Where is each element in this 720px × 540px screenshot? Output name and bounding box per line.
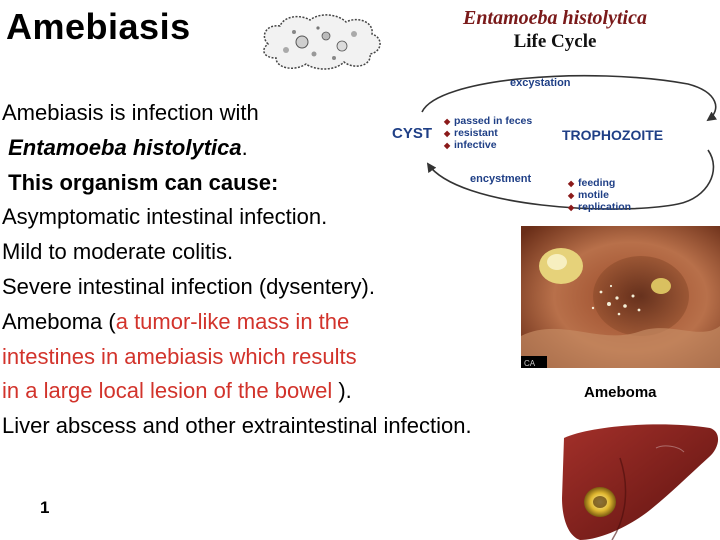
trophozoite-properties: ◆ feeding ◆ motile ◆ replication bbox=[567, 177, 631, 213]
ameboma-endoscopy-image: CA bbox=[521, 226, 720, 368]
body-line: in a large local lesion of the bowel ). bbox=[2, 374, 472, 409]
cyst-bullet: ◆ bbox=[443, 141, 451, 150]
cyst-bullet: ◆ bbox=[443, 117, 451, 126]
liver-abscess-image bbox=[562, 424, 719, 540]
causes-heading: This organism can cause: bbox=[8, 169, 279, 195]
encystment-arrow bbox=[426, 149, 715, 210]
encystment-label: encystment bbox=[470, 173, 531, 185]
troph-prop: motile bbox=[578, 189, 609, 201]
excystation-label: excystation bbox=[510, 77, 571, 89]
body-line: Mild to moderate colitis. bbox=[2, 239, 234, 265]
life-cycle-diagram: excystation encystment CYST TROPHOZOITE … bbox=[388, 66, 720, 218]
body-line: This organism can cause: bbox=[2, 166, 472, 201]
cyst-prop: infective bbox=[454, 139, 497, 151]
troph-bullet: ◆ bbox=[567, 179, 575, 188]
slide-title: Amebiasis bbox=[6, 6, 191, 47]
ameboma-definition: in a large local lesion of the bowel bbox=[2, 378, 333, 404]
slide-body: Amebiasis is infection with Entamoeba hi… bbox=[2, 96, 472, 444]
body-line: Amebiasis is infection with bbox=[2, 100, 259, 125]
body-line-suffix: . bbox=[241, 134, 248, 160]
body-line: Severe intestinal infection (dysentery). bbox=[2, 273, 375, 299]
cyst-properties: ◆ passed in feces ◆ resistant ◆ infectiv… bbox=[443, 115, 532, 151]
svg-text:CA: CA bbox=[524, 359, 536, 368]
lifecycle-title: Entamoeba histolytica Life Cycle bbox=[430, 6, 680, 54]
cyst-prop: passed in feces bbox=[454, 115, 532, 127]
body-line: Asymptomatic intestinal infection. bbox=[2, 204, 328, 230]
cyst-label: CYST bbox=[392, 125, 432, 142]
cyst-prop: resistant bbox=[454, 127, 498, 139]
amoeba-illustration bbox=[263, 14, 381, 70]
image-caption: Ameboma bbox=[584, 384, 657, 401]
troph-bullet: ◆ bbox=[567, 191, 575, 200]
cyst-bullet: ◆ bbox=[443, 129, 451, 138]
ameboma-definition: a tumor-like mass in the bbox=[115, 308, 350, 334]
body-line: Entamoeba histolytica. bbox=[2, 131, 472, 166]
ameboma-definition: intestines in amebiasis which results bbox=[2, 343, 357, 369]
troph-prop: feeding bbox=[578, 177, 615, 189]
troph-prop: replication bbox=[578, 201, 631, 213]
body-line: Liver abscess and other extraintestinal … bbox=[2, 413, 472, 439]
body-line: Ameboma (a tumor-like mass in the bbox=[2, 305, 472, 340]
lifecycle-title-species: Entamoeba histolytica bbox=[463, 7, 647, 29]
species-name: Entamoeba histolytica bbox=[8, 134, 242, 160]
body-line-suffix: ). bbox=[332, 378, 352, 404]
excystation-arrow bbox=[421, 74, 718, 122]
troph-bullet: ◆ bbox=[567, 203, 575, 212]
lifecycle-title-sub: Life Cycle bbox=[513, 31, 597, 52]
page-number: 1 bbox=[40, 498, 50, 517]
trophozoite-label: TROPHOZOITE bbox=[562, 127, 663, 143]
ameboma-prefix: Ameboma ( bbox=[2, 308, 116, 334]
